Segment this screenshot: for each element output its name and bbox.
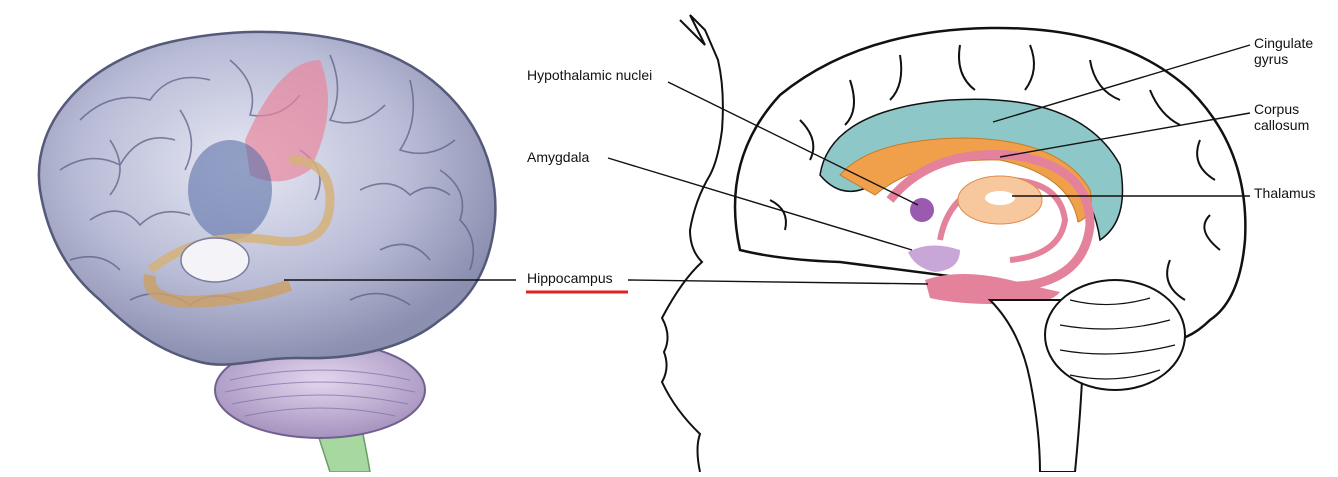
leader-hippocampus-right xyxy=(628,280,928,284)
hypothalamic-nuclei-shape xyxy=(910,198,934,222)
sagittal-diagram xyxy=(662,15,1245,472)
label-corpus-line1: Corpus xyxy=(1254,101,1299,117)
label-cingulate-line1: Cingulate xyxy=(1254,35,1313,51)
ventricle-illustrated xyxy=(181,238,249,282)
label-hypothalamic-nuclei: Hypothalamic nuclei xyxy=(527,67,652,83)
illustrated-brain xyxy=(39,32,496,472)
label-thalamus: Thalamus xyxy=(1254,185,1315,201)
label-corpus-line2: callosum xyxy=(1254,117,1309,133)
label-cingulate-line2: gyrus xyxy=(1254,51,1288,67)
label-hippocampus: Hippocampus xyxy=(527,270,613,286)
label-amygdala: Amygdala xyxy=(527,149,589,165)
cerebellum-diagram xyxy=(1045,280,1185,390)
blue-internal-region xyxy=(188,140,272,240)
